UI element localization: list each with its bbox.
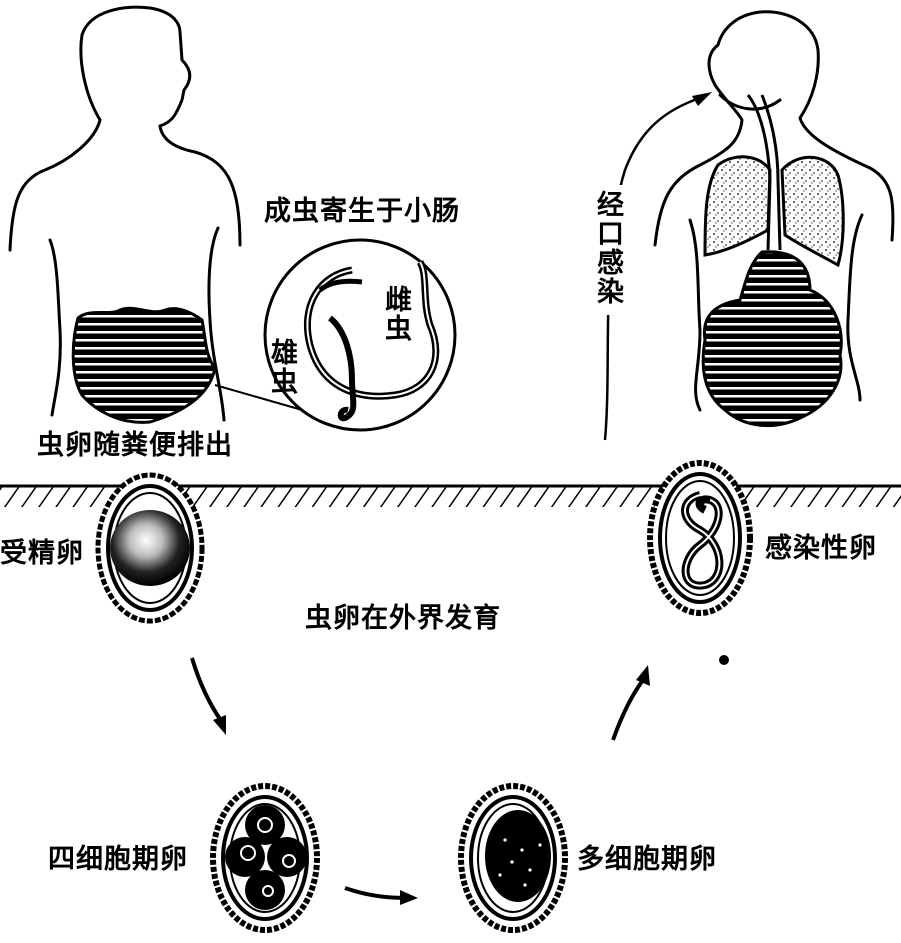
label-female-worm: 雌虫	[380, 285, 412, 343]
arrow-multi-cell-to-infective	[611, 678, 645, 741]
host-figure-right	[653, 10, 895, 412]
label-eggs-excreted: 虫卵随粪便排出	[37, 430, 233, 461]
label-development-outside: 虫卵在外界发育	[305, 603, 501, 634]
arrowhead-multi-cell-to-infective	[636, 665, 650, 686]
label-infective-egg: 感染性卵	[765, 533, 877, 564]
trachea-esophagus	[746, 94, 782, 251]
arrowhead-four-cell-to-multi-cell	[400, 890, 418, 905]
fertilized-egg	[95, 472, 205, 624]
male-worm	[327, 315, 357, 422]
adult-worms-inset	[263, 238, 457, 432]
label-male-worm: 雄虫	[266, 338, 298, 396]
arrowhead-fertilized-to-four-cell	[213, 715, 226, 735]
label-multi-cell-egg: 多细胞期卵	[577, 844, 717, 875]
lungs	[703, 155, 845, 268]
host-right-outline	[653, 10, 895, 247]
multi-cell-egg	[458, 783, 568, 933]
intestine-right	[701, 250, 843, 428]
cycle-arrows	[190, 655, 729, 905]
label-four-cell-egg: 四细胞期卵	[48, 844, 188, 875]
infective-egg	[647, 460, 753, 616]
label-adult-location: 成虫寄生于小肠	[264, 196, 460, 227]
four-cell-egg	[210, 783, 320, 933]
oral-infection-arrowhead	[692, 92, 712, 106]
intestine-left	[71, 306, 217, 424]
arrow-fertilized-to-four-cell	[190, 657, 224, 724]
label-fertilized-egg: 受精卵	[0, 538, 84, 569]
ink-dot	[719, 655, 729, 665]
host-left-outline	[8, 5, 242, 252]
label-gap	[588, 185, 628, 315]
host-figure-left	[8, 5, 242, 422]
label-oral-infection: 经口感染	[592, 190, 624, 306]
arrow-four-cell-to-multi-cell	[344, 886, 406, 900]
